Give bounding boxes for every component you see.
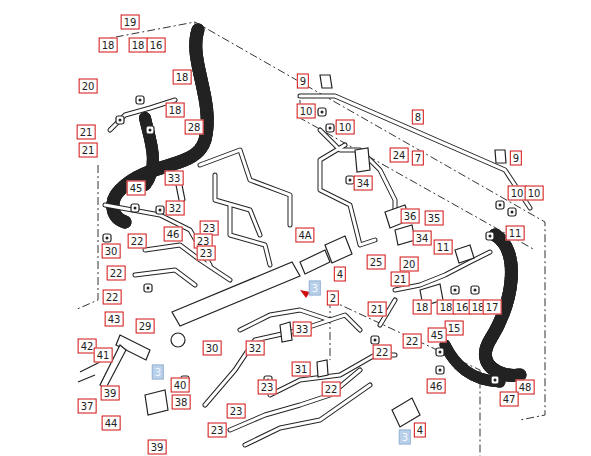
- callout-number: 3: [399, 430, 411, 445]
- callout-number: 40: [171, 378, 190, 393]
- callout-number: 33: [165, 171, 184, 186]
- callout-number: 9: [510, 151, 522, 166]
- callout-number: 37: [78, 399, 97, 414]
- callout-number: 22: [107, 266, 126, 281]
- callout-number: 39: [148, 439, 167, 454]
- callout-number: 20: [79, 79, 98, 94]
- callout-number: 21: [79, 143, 98, 158]
- callout-number: 23: [227, 404, 246, 419]
- callout-number: 10: [297, 104, 316, 119]
- callout-number: 38: [172, 395, 191, 410]
- callout-number: 23: [258, 380, 277, 395]
- callout-number: 22: [373, 345, 392, 360]
- callout-number: 8: [412, 110, 424, 125]
- callout-number: 21: [391, 272, 410, 287]
- callout-number: 45: [428, 328, 447, 343]
- callout-number: 31: [292, 362, 311, 377]
- callout-number: 39: [101, 386, 120, 401]
- callout-number: 41: [94, 348, 113, 363]
- callout-number: 29: [136, 319, 155, 334]
- callout-number: 15: [445, 321, 464, 336]
- callout-number: 46: [164, 227, 183, 242]
- callout-number: 25: [367, 255, 386, 270]
- callout-number: 10: [508, 186, 527, 201]
- callout-number: 22: [128, 234, 147, 249]
- callout-number: 22: [103, 290, 122, 305]
- callout-number: 4A: [295, 228, 314, 243]
- callout-number: 23: [197, 246, 216, 261]
- callout-number: 18: [173, 70, 192, 85]
- callout-number: 23: [208, 423, 227, 438]
- callout-number: 20: [400, 257, 419, 272]
- callout-number: 35: [425, 211, 444, 226]
- callout-number: 33: [293, 322, 312, 337]
- callout-number: 17: [483, 300, 502, 315]
- callout-number: 18: [166, 103, 185, 118]
- callout-number: 28: [185, 120, 204, 135]
- callout-number: 16: [147, 38, 166, 53]
- callout-number: 18: [129, 38, 148, 53]
- callout-number: 21: [77, 125, 96, 140]
- callout-number: 11: [506, 226, 525, 241]
- callout-number: 22: [403, 334, 422, 349]
- callout-number: 4: [414, 423, 426, 438]
- callout-number: 3: [152, 365, 164, 380]
- callout-number: 32: [246, 341, 265, 356]
- callout-number: 48: [516, 380, 535, 395]
- callout-number: 4: [334, 267, 346, 282]
- callout-number: 30: [102, 244, 121, 259]
- callout-number: 45: [127, 181, 146, 196]
- callout-number: 47: [500, 392, 519, 407]
- callout-number: 9: [297, 74, 309, 89]
- callout-number: 34: [354, 176, 373, 191]
- callout-number: 2: [327, 291, 339, 306]
- callout-number: 11: [434, 240, 453, 255]
- callout-number: 18: [99, 38, 118, 53]
- callout-number: 21: [368, 302, 387, 317]
- callout-number: 10: [525, 186, 544, 201]
- callout-number: 36: [401, 209, 420, 224]
- callout-number: 22: [322, 382, 341, 397]
- callout-number: 30: [203, 341, 222, 356]
- callout-number: 44: [102, 416, 121, 431]
- callout-number: 7: [412, 151, 424, 166]
- callout-number: 10: [336, 120, 355, 135]
- callout-number: 46: [427, 379, 446, 394]
- callout-number: 19: [121, 15, 140, 30]
- callout-number: 24: [390, 148, 409, 163]
- callout-number: 18: [413, 300, 432, 315]
- callout-number: 32: [166, 201, 185, 216]
- callout-number: 3: [309, 281, 321, 296]
- callout-number: 34: [413, 231, 432, 246]
- callout-number: 43: [105, 312, 124, 327]
